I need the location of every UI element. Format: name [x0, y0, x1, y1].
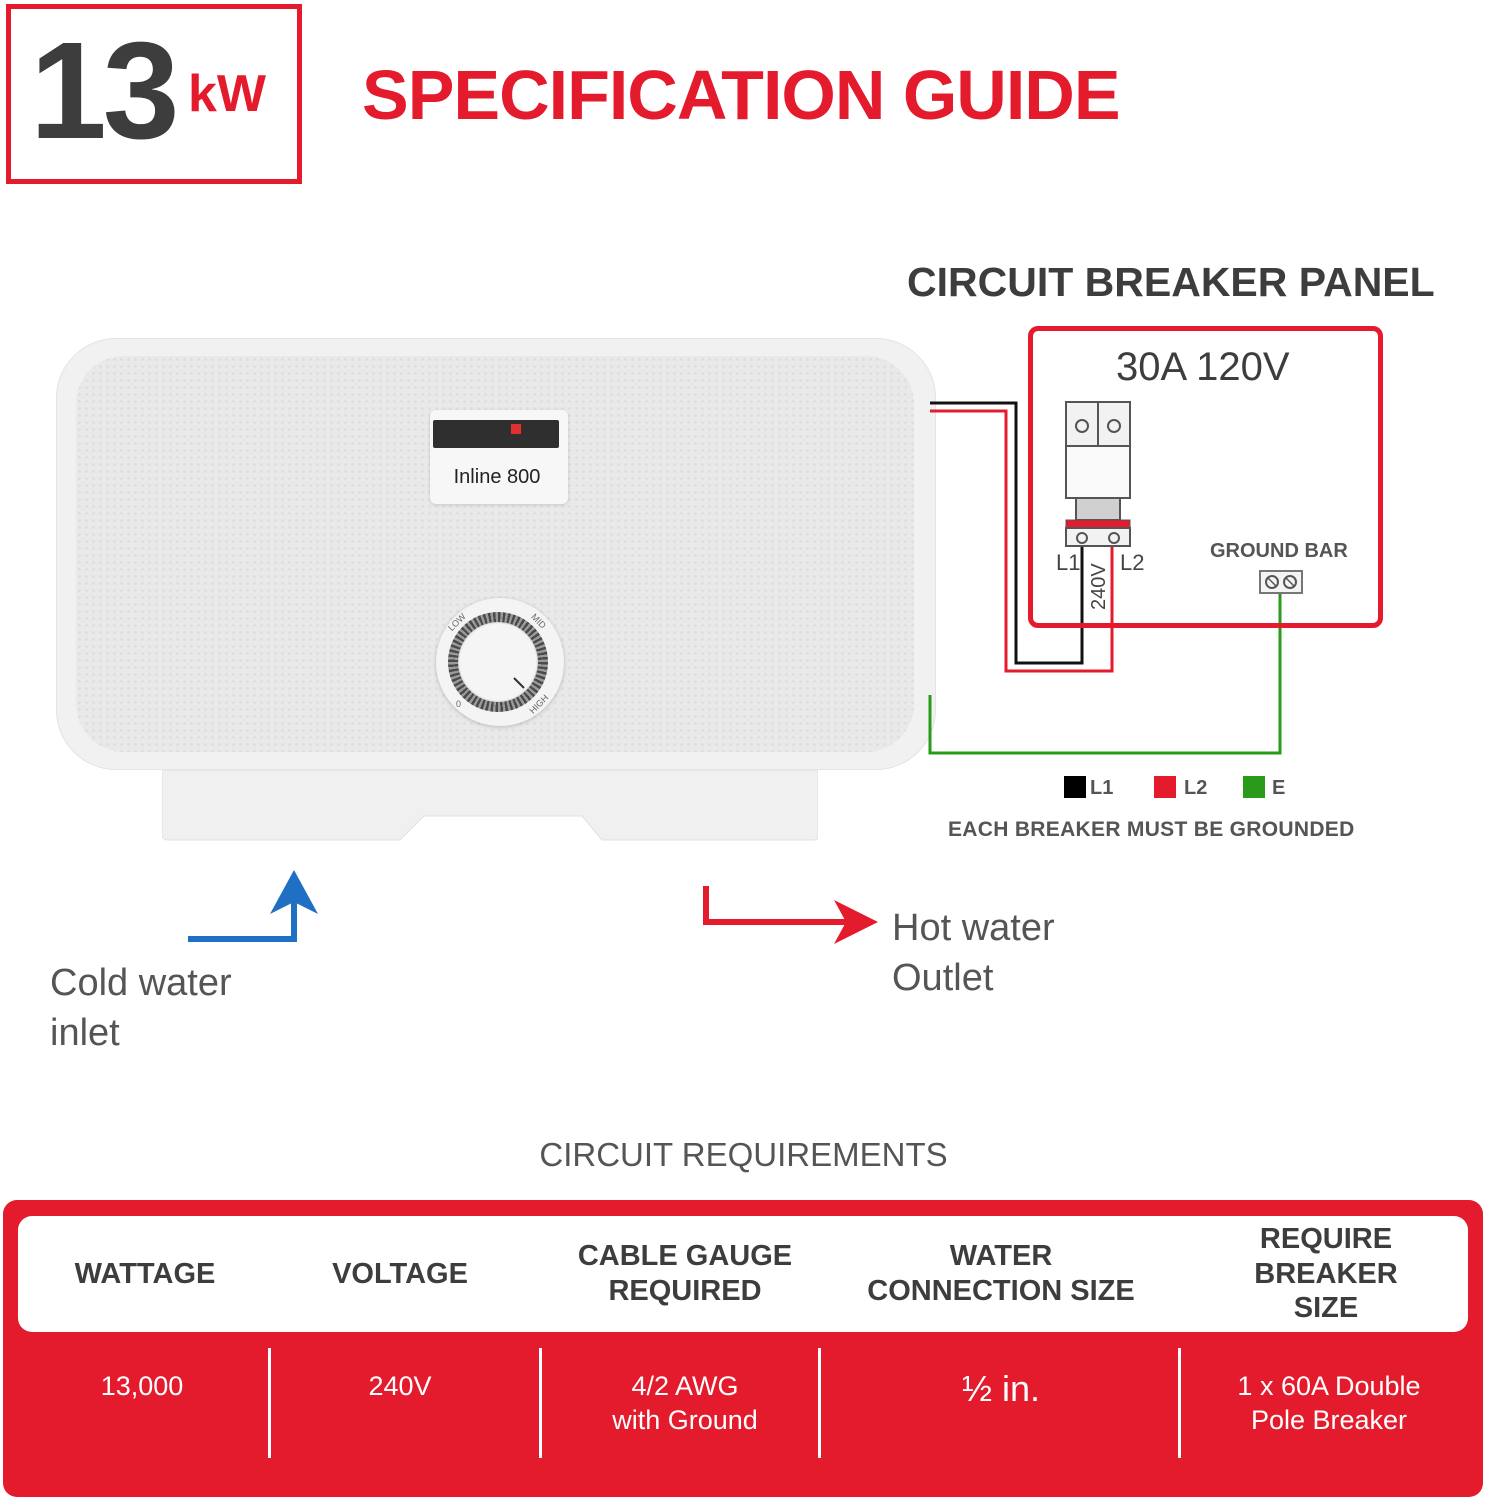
- water-heater-base: [162, 770, 818, 841]
- cold-water-arrow-icon: [188, 870, 318, 942]
- ground-bar-icon: [1259, 570, 1303, 594]
- power-value: 13: [30, 14, 179, 168]
- value-water-connection: ½ in.: [961, 1368, 1041, 1409]
- legend-label-l1: L1: [1090, 777, 1114, 799]
- ground-bar-label: GROUND BAR: [1210, 540, 1348, 562]
- requirements-header-row: [18, 1216, 1468, 1332]
- double-pole-breaker-icon: [1065, 401, 1131, 547]
- temperature-knob[interactable]: [458, 622, 538, 702]
- column-divider: [268, 1348, 271, 1458]
- model-name: Inline 800: [453, 466, 541, 488]
- breaker-voltage-label: 240V: [1088, 563, 1110, 610]
- header-cable-gauge: CABLE GAUGE REQUIRED: [577, 1240, 793, 1307]
- legend-label-l2: L2: [1184, 777, 1208, 799]
- column-divider: [539, 1348, 542, 1458]
- badge-display: [433, 420, 559, 448]
- hot-water-arrow-icon: [703, 886, 878, 944]
- ground-note: EACH BREAKER MUST BE GROUNDED: [948, 818, 1355, 841]
- requirements-title: CIRCUIT REQUIREMENTS: [539, 1136, 948, 1173]
- panel-title: CIRCUIT BREAKER PANEL: [907, 259, 1435, 305]
- hot-water-outlet-label: Hot water Outlet: [892, 907, 1055, 1000]
- legend-swatch-e: [1243, 776, 1265, 798]
- badge-logo-icon: [511, 424, 521, 434]
- header-breaker-size: REQUIRE BREAKER SIZE: [1254, 1222, 1398, 1325]
- knob-pointer-icon: [513, 677, 525, 689]
- power-unit: kW: [188, 65, 266, 123]
- legend-label-e: E: [1272, 777, 1286, 799]
- page-title: SPECIFICATION GUIDE: [362, 56, 1121, 134]
- value-voltage: 240V: [368, 1371, 432, 1401]
- legend-swatch-l1: [1064, 776, 1086, 798]
- header-wattage: WATTAGE: [74, 1257, 216, 1290]
- power-rating-box: [6, 4, 302, 184]
- breaker-label-l2: L2: [1120, 550, 1145, 575]
- column-divider: [818, 1348, 821, 1458]
- legend-swatch-l2: [1154, 776, 1176, 798]
- column-divider: [1178, 1348, 1181, 1458]
- value-breaker-size: 1 x 60A Double Pole Breaker: [1237, 1371, 1421, 1435]
- panel-rating: 30A 120V: [1116, 345, 1290, 389]
- header-water-connection: WATER CONNECTION SIZE: [867, 1240, 1135, 1307]
- value-wattage: 13,000: [100, 1371, 184, 1401]
- knob-label-zero: 0: [456, 699, 462, 709]
- header-voltage: VOLTAGE: [332, 1257, 468, 1290]
- circuit-breaker-panel: [1028, 326, 1383, 628]
- cold-water-inlet-label: Cold water inlet: [50, 962, 232, 1055]
- value-cable-gauge: 4/2 AWG with Ground: [612, 1371, 758, 1435]
- breaker-label-l1: L1: [1056, 550, 1081, 575]
